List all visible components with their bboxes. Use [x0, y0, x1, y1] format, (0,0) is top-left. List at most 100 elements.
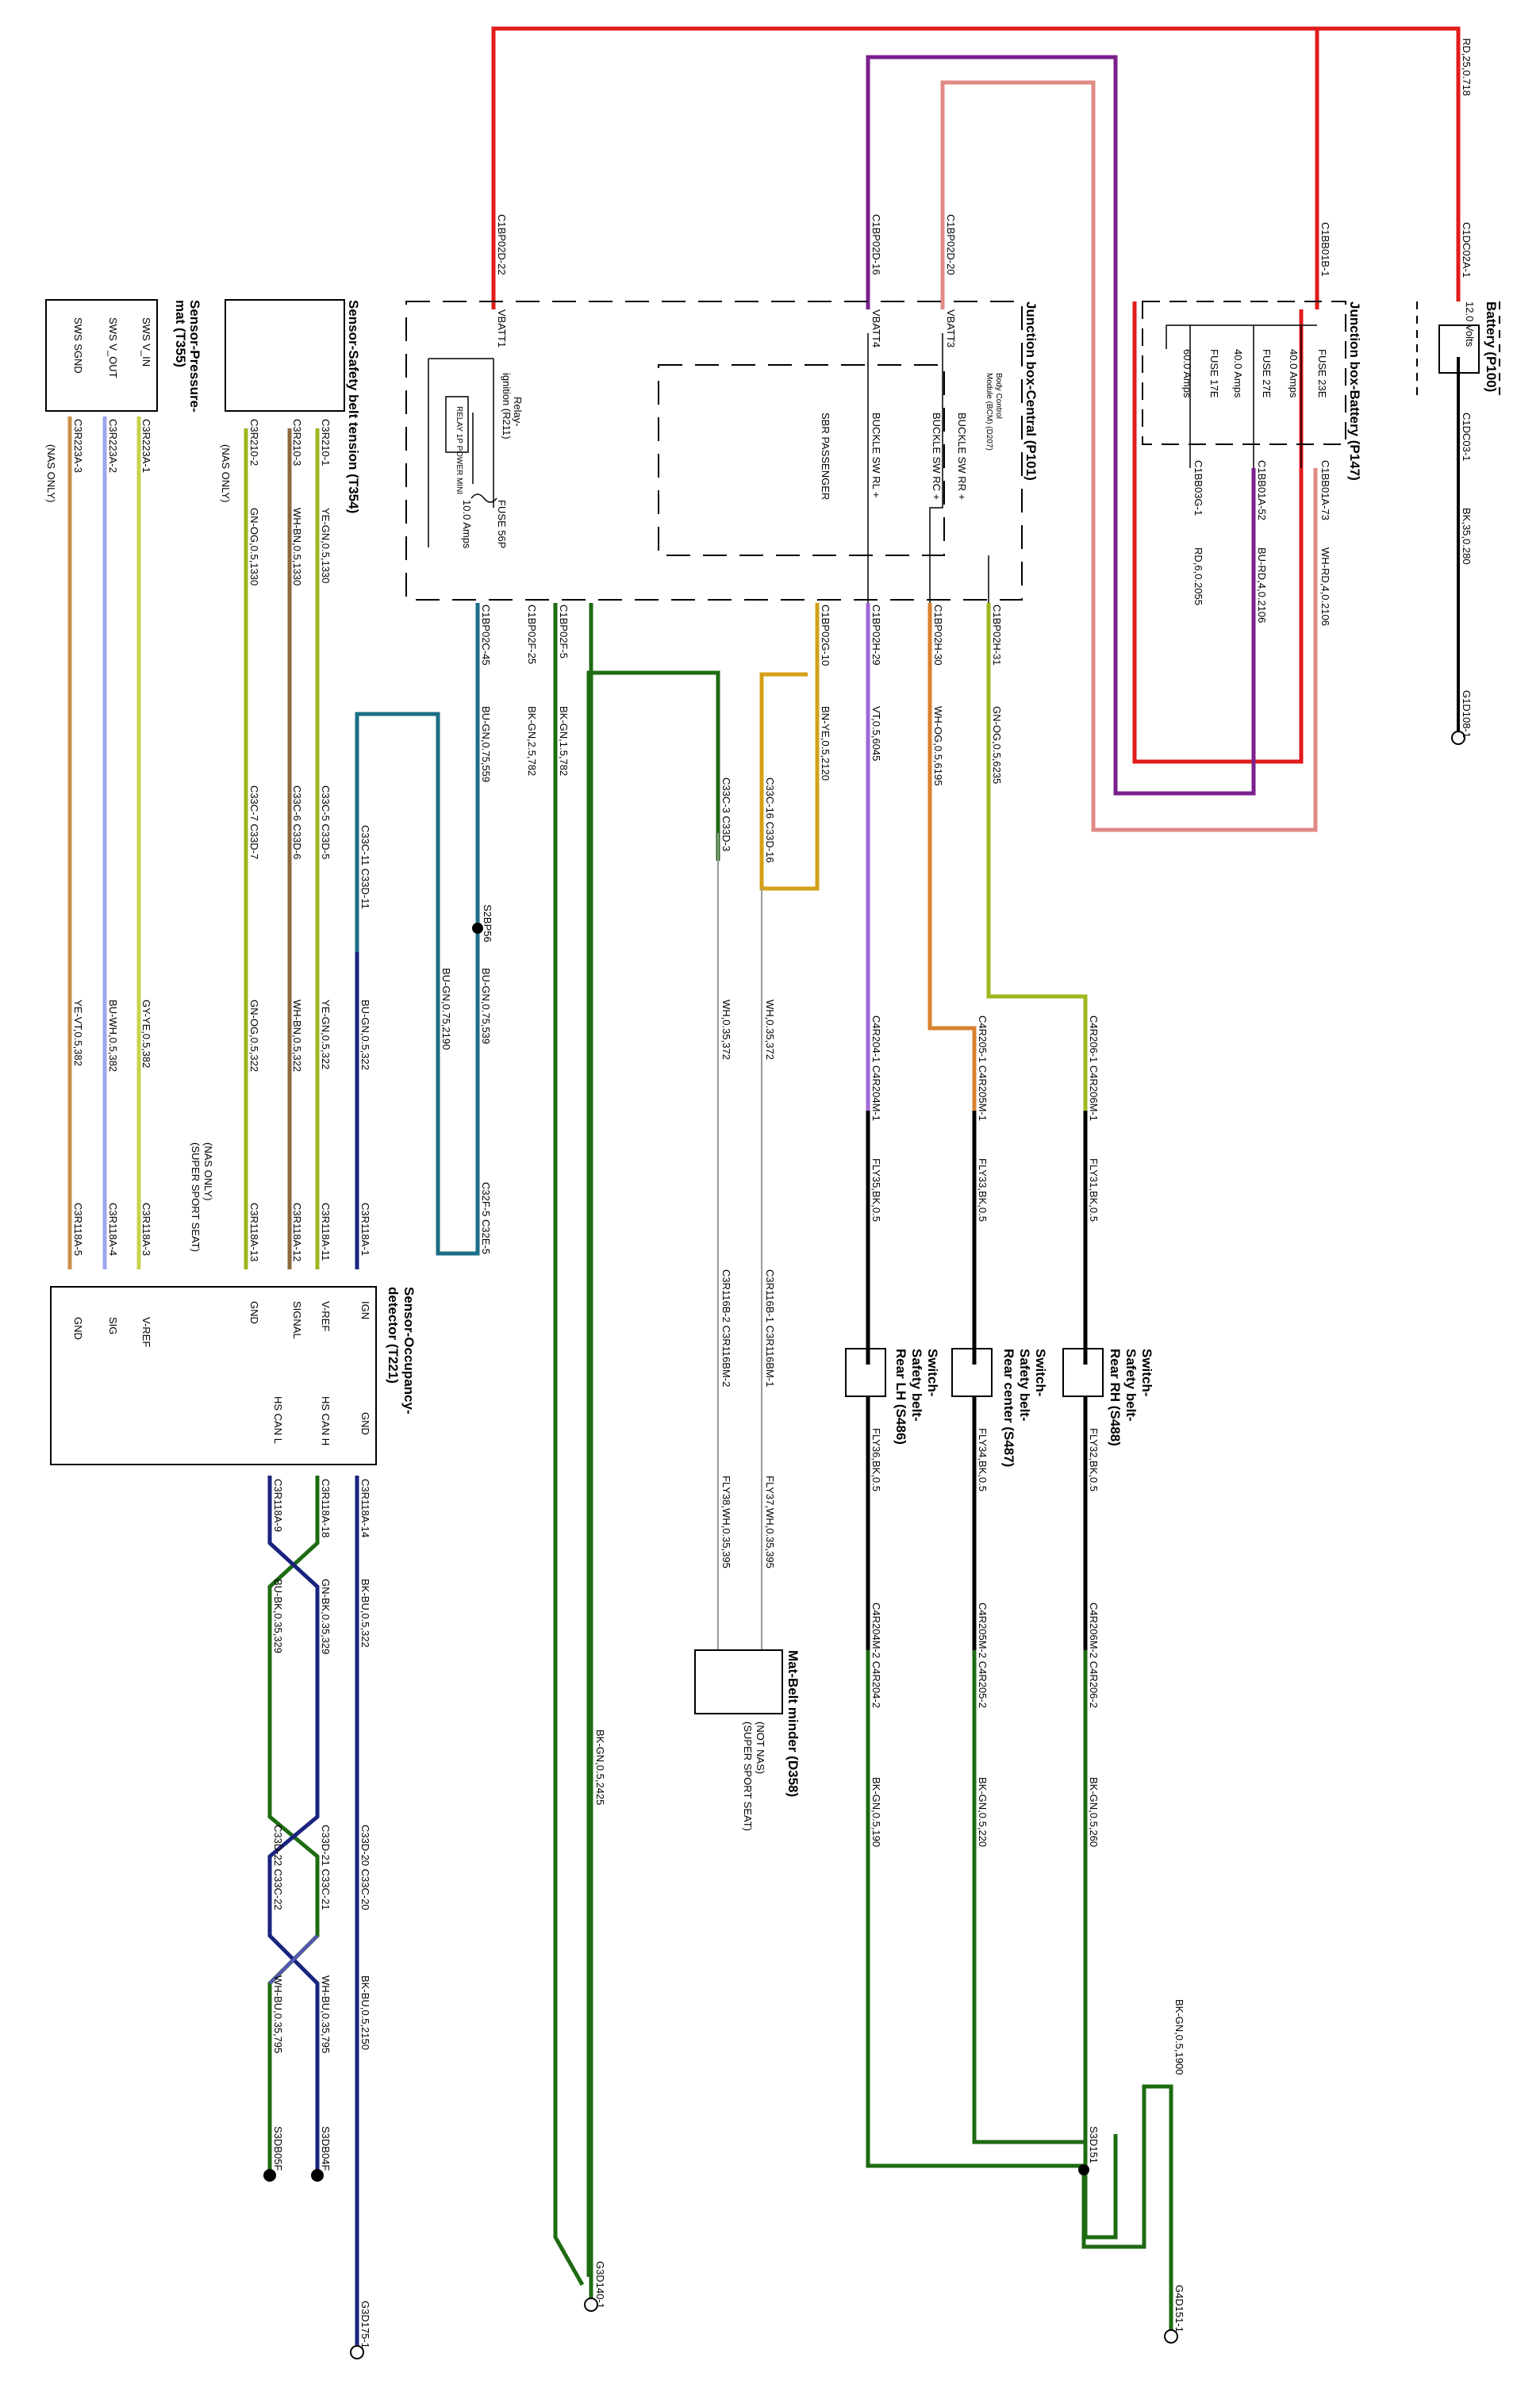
wl-c1bp02h29: C1BP02H-29	[870, 605, 882, 666]
label-s3db04f: S3DB04F	[320, 2126, 332, 2171]
occ-pin-gnd2: GND	[248, 1301, 260, 1324]
wl-c1bb01a73: C1BB01A-73	[1319, 460, 1331, 520]
pressure-mat-pin-3: SWS SGND	[72, 317, 84, 374]
wl-c1bp02f5: C1BP02F-5	[558, 605, 570, 658]
ground-g3d175	[350, 2345, 364, 2359]
wl-c33c7: C33C-7 C33D-7	[248, 785, 260, 859]
wl-c1bp02d22: C1BP02D-22	[496, 214, 508, 275]
wl-fly38: FLY38,WH,0.35,395	[720, 1476, 732, 1568]
wire-bkgn-260	[1083, 1650, 1118, 2240]
label-g4d151: G4D151-1	[1173, 2285, 1185, 2332]
switch-rh-2: Safety belt-	[1123, 1349, 1139, 1422]
wl-c1dc03: C1DC03-1	[1461, 413, 1473, 461]
switch-lh-1: Switch-	[925, 1349, 940, 1396]
wl-c1bp02g10: C1BP02G-10	[820, 605, 831, 666]
wl-bubk329: BU-BK,0.35,329	[272, 1579, 284, 1653]
wl-c4r206: C4R206-1 C4R206M-1	[1088, 1015, 1100, 1121]
fuse-56p-symbol	[470, 493, 497, 503]
wl-c3r118a4: C3R118A-4	[107, 1203, 119, 1256]
wl-c4r205: C4R205-1 C4R205M-1	[977, 1015, 989, 1121]
relay-label-2: ignition (R211)	[501, 373, 513, 440]
battery-voltage: 12.0 Volts	[1464, 301, 1476, 347]
switch-lh-2: Safety belt-	[909, 1349, 924, 1422]
wl-wh372b: WH,0.35,372	[720, 1000, 732, 1060]
vbatt3-label: VBATT3	[945, 309, 957, 347]
label-s3d151: S3D151	[1088, 2126, 1100, 2163]
mat-belt-note-1: (NOT NAS)	[755, 1722, 766, 1774]
wire-bkgn-2425	[586, 670, 720, 2277]
switch-lh-box	[845, 1348, 886, 1397]
fuse-17e-name: FUSE 17E	[1208, 349, 1220, 398]
wl-c33c3: C33C-3 C33D-3	[720, 777, 732, 851]
wl-c3r118a13: C3R118A-13	[248, 1203, 260, 1261]
wl-c3r116b2: C3R116B-2 C3R116BM-2	[720, 1269, 732, 1387]
wl-fly32: FLY32,BK,0.5	[1088, 1428, 1100, 1491]
wl-c1bb01a52: C1BB01A-52	[1256, 460, 1268, 520]
ground-g1d108	[1451, 731, 1465, 745]
switch-rh-box	[1062, 1348, 1104, 1397]
bcm-label-2: Module (BCM) (D207)	[985, 373, 993, 451]
tension-note: (NAS ONLY)	[220, 444, 232, 502]
switch-rc-2: Safety belt-	[1017, 1349, 1032, 1422]
wl-bk35: BK,35,0.280	[1461, 508, 1473, 565]
wire-red-main	[491, 26, 1319, 764]
wl-c3r116b1: C3R116B-1 C3R116BM-1	[764, 1269, 776, 1387]
pressure-mat-title-1: Sensor-Pressure-	[187, 300, 202, 413]
ground-g4d151	[1164, 2329, 1178, 2344]
jb-battery-box	[1142, 301, 1346, 445]
label-s3db05f: S3DB05F	[272, 2126, 284, 2171]
label-g1d108: G1D108-1	[1461, 690, 1473, 738]
switch-lh-3: Rear LH (S486)	[893, 1349, 908, 1445]
wl-c1bp02d16: C1BP02D-16	[870, 214, 882, 275]
label-s2bp56: S2BP56	[482, 904, 493, 942]
jb-battery-internal	[1166, 324, 1317, 468]
wire-bkgn-190	[866, 1650, 1084, 2168]
wire-whbu-795-a	[268, 1934, 319, 1985]
wl-c3r118a14: C3R118A-14	[359, 1479, 371, 1538]
wl-c1bp02f25: C1BP02F-25	[526, 605, 538, 664]
fuse-56p-name: FUSE 56P	[496, 500, 508, 548]
wl-whbu795b: WH-BU,0.35,795	[272, 1975, 284, 2053]
wl-c33d22: C33D-22 C33C-22	[272, 1825, 284, 1910]
occ-pin-gnd: GND	[359, 1412, 371, 1435]
ground-g3d140	[584, 2298, 598, 2312]
occ-pin-hscanh: HS CAN H	[320, 1396, 332, 1445]
switch-rc-3: Rear center (S487)	[1001, 1349, 1016, 1467]
pressure-mat-title-2: mat (T355)	[173, 300, 188, 367]
wl-gnbk329: GN-BK,0.35,329	[320, 1579, 332, 1654]
relay-coil	[445, 396, 469, 453]
battery-box	[1438, 324, 1480, 374]
mat-belt-box	[694, 1649, 783, 1714]
relay-tag: RELAY 1P POWER MINI	[455, 406, 463, 494]
wl-c33c5: C33C-5 C33D-5	[320, 785, 332, 859]
wl-yegn322: YE-GN,0.5,322	[320, 1000, 332, 1069]
wl-c33c16: C33C-16 C33D-16	[764, 777, 776, 863]
wl-c3r210-2: C3R210-2	[248, 419, 260, 466]
wl-fly31: FLY31,BK,0.5	[1088, 1158, 1100, 1222]
wire-bkgn-1900	[1081, 2084, 1173, 2332]
wl-gnog6235: GN-OG,0.5,6235	[991, 706, 1003, 784]
wl-c3r223a2: C3R223A-2	[107, 419, 119, 473]
splice-s3db04f	[311, 2169, 324, 2182]
wl-vt6045: VT,0.5,6045	[870, 706, 882, 761]
wl-bkgn2782: BK-GN,2.5,782	[526, 706, 538, 776]
pin-sbr-passenger: SBR PASSENGER	[820, 413, 831, 500]
switch-rc-box	[951, 1348, 993, 1397]
wire-bugn-559	[355, 603, 480, 1256]
wl-fly35: FLY35,BK,0.5	[870, 1158, 882, 1222]
wl-whrd: WH-RD,4,0.2106	[1319, 547, 1331, 626]
wl-bkbu322: BK-BU,0.5,322	[359, 1579, 371, 1648]
wire-bubk-329	[267, 1476, 320, 2174]
wl-bkgn260: BK-GN,0.5,260	[1088, 1777, 1100, 1847]
wl-c4r204: C4R204-1 C4R204M-1	[870, 1015, 882, 1121]
wl-wh372a: WH,0.35,372	[764, 1000, 776, 1060]
wl-c1bb01b: C1BB01B-1	[1319, 222, 1331, 277]
switch-rc-1: Switch-	[1033, 1349, 1048, 1396]
wl-whbu795a: WH-BU,0.35,795	[320, 1975, 332, 2053]
wl-c4r206m2: C4R206M-2 C4R206-2	[1088, 1603, 1100, 1708]
wire-purple	[866, 55, 1256, 796]
wl-c1dc02a: C1DC02A-1	[1461, 222, 1473, 278]
wl-bugn322: BU-GN,0.5,322	[359, 1000, 371, 1070]
vbatt1-label: VBATT1	[496, 309, 508, 347]
